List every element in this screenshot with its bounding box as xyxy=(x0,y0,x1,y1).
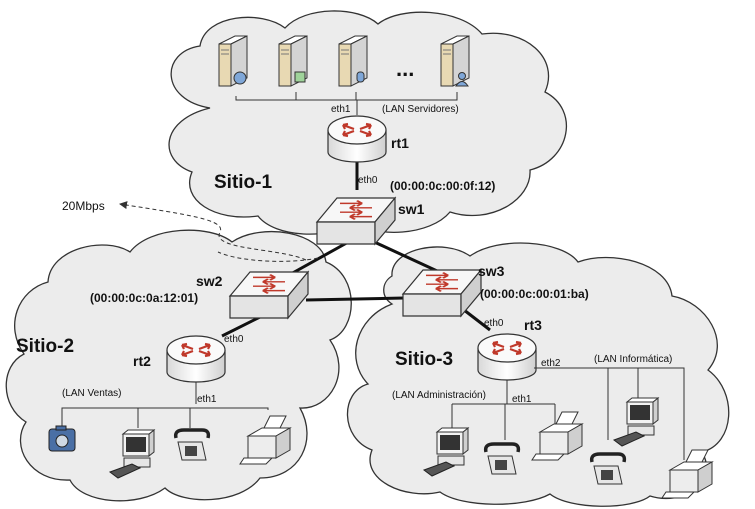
sw2-mac-label: (00:00:0c:0a:12:01) xyxy=(90,291,198,305)
site-label-sitio-2: Sitio-2 xyxy=(16,336,74,357)
sw3-mac-label: (00:00:0c:00:01:ba) xyxy=(480,287,589,301)
rt2-label: rt2 xyxy=(133,353,151,369)
bandwidth-dashed-line xyxy=(217,251,319,262)
lan-servidores-label: (LAN Servidores) xyxy=(382,104,459,115)
bandwidth-label: 20Mbps xyxy=(62,199,105,213)
cloud-sitio-3 xyxy=(346,242,730,507)
router-rt3 xyxy=(478,334,536,380)
site-label-sitio-3: Sitio-3 xyxy=(395,349,453,370)
lan-ventas-label: (LAN Ventas) xyxy=(62,388,121,399)
sw3-label: sw3 xyxy=(478,263,505,279)
ellipsis: ... xyxy=(396,56,414,81)
rt1-label: rt1 xyxy=(391,135,409,151)
lan-ventas-wire xyxy=(61,382,269,428)
rt1-eth1-label: eth1 xyxy=(331,104,351,115)
camera-icon xyxy=(48,425,76,452)
rt2-eth1-label: eth1 xyxy=(197,394,217,405)
lan-servidores-wire xyxy=(235,92,458,115)
server-icon xyxy=(440,35,470,87)
sw1-label: sw1 xyxy=(398,201,425,217)
rt1-eth0-label: eth0 xyxy=(358,175,378,186)
sw2-label: sw2 xyxy=(196,273,223,289)
lan-informatica-label: (LAN Informática) xyxy=(594,354,672,365)
lan-administracion-label: (LAN Administración) xyxy=(392,390,486,401)
server-icon xyxy=(278,35,308,87)
sw1-mac-label: (00:00:0c:00:0f:12) xyxy=(390,179,495,193)
rt3-eth1-label: eth1 xyxy=(512,394,532,405)
site-label-sitio-1: Sitio-1 xyxy=(214,172,272,193)
rt3-label: rt3 xyxy=(524,317,542,333)
rt3-eth0-label: eth0 xyxy=(484,318,504,329)
server-icon xyxy=(218,35,248,87)
server-icon xyxy=(338,35,368,87)
lan-administracion-wire xyxy=(451,380,556,440)
rt2-eth0-label: eth0 xyxy=(224,334,244,345)
link-sw3-rt3 xyxy=(463,308,491,332)
router-rt2 xyxy=(167,336,225,382)
bandwidth-arrow xyxy=(119,201,307,261)
link-sw2-rt2 xyxy=(221,314,263,338)
link-sw2-sw3 xyxy=(305,296,405,302)
rt3-eth2-label: eth2 xyxy=(541,358,561,369)
router-rt1 xyxy=(328,116,386,162)
